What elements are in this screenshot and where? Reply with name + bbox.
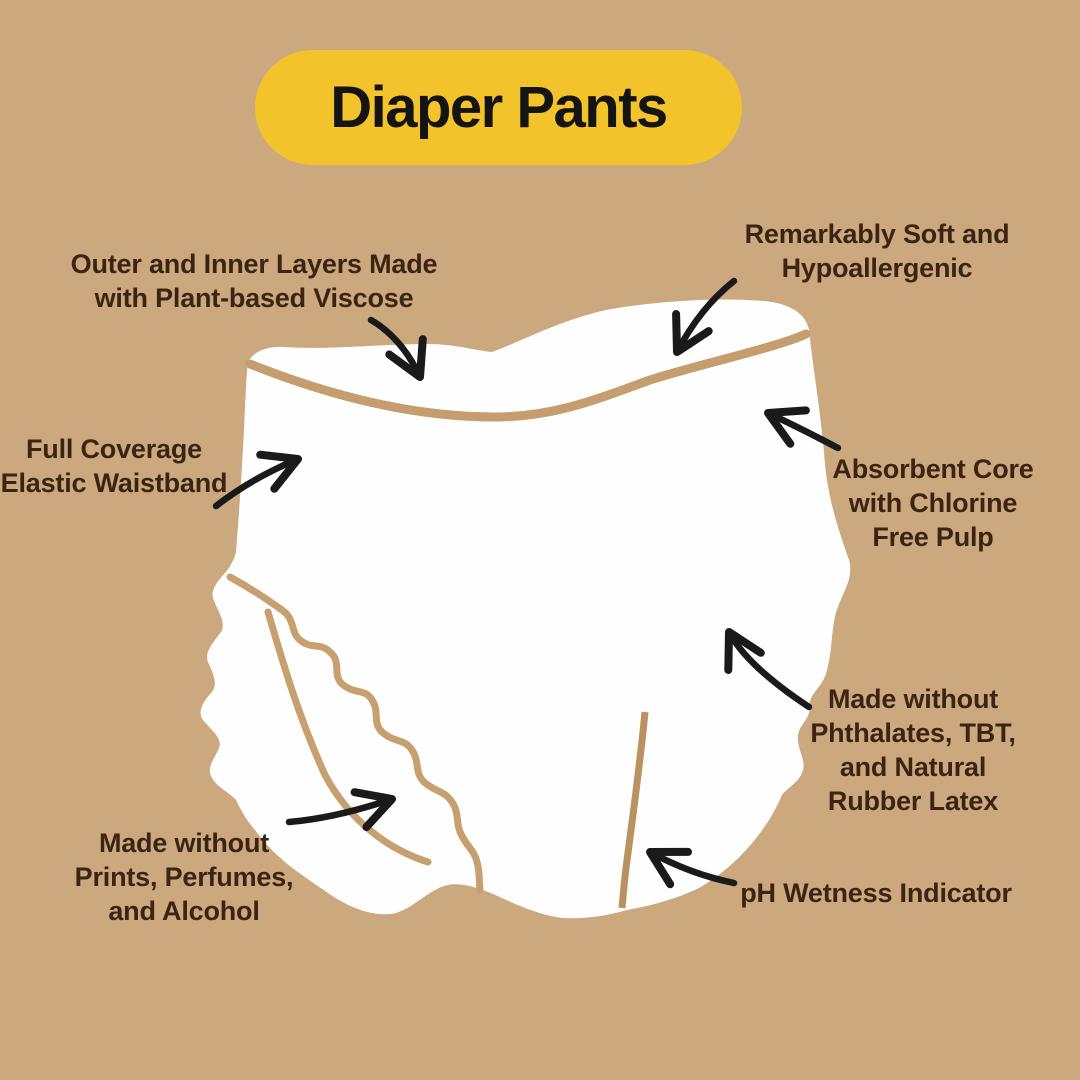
label-line: Hypoallergenic: [781, 253, 973, 283]
label-line: pH Wetness Indicator: [740, 878, 1012, 908]
label-soft-hypoallergenic: Remarkably Soft and Hypoallergenic: [745, 217, 1010, 285]
prints-arrow: [285, 788, 396, 832]
label-ph-wetness-indicator: pH Wetness Indicator: [740, 876, 1012, 910]
label-line: Outer and Inner Layers Made: [70, 249, 438, 279]
ph-indicator-strip: [618, 711, 649, 909]
phthalates-arrow: [724, 628, 813, 711]
label-line: and Natural: [839, 752, 987, 782]
absorbent-core-arrow: [764, 406, 842, 452]
page-title: Diaper Pants: [330, 75, 668, 140]
label-made-without-phthalates: Made without Phthalates, TBT, and Natura…: [810, 682, 1016, 818]
label-line: Free Pulp: [872, 522, 994, 552]
label-made-without-prints: Made without Prints, Perfumes, and Alcoh…: [75, 826, 294, 928]
viscose-arrow: [367, 316, 427, 381]
label-line: with Plant-based Viscose: [94, 283, 414, 313]
ph-indicator-arrow: [646, 847, 738, 889]
title-pill: Diaper Pants: [255, 50, 742, 165]
label-line: and Alcohol: [108, 896, 260, 926]
label-line: Absorbent Core: [832, 454, 1034, 484]
label-line: Elastic Waistband: [0, 468, 228, 498]
label-line: Phthalates, TBT,: [810, 718, 1016, 748]
leg-elastic-wavy-line: [226, 573, 484, 894]
leg-seam-line: [264, 608, 432, 866]
label-elastic-waistband: Full Coverage Elastic Waistband: [1, 432, 228, 500]
label-line: Full Coverage: [26, 434, 202, 464]
label-absorbent-core: Absorbent Core with Chlorine Free Pulp: [832, 452, 1033, 554]
soft-arrow: [672, 277, 738, 356]
label-line: Prints, Perfumes,: [74, 862, 294, 892]
annotation-arrows: [212, 277, 842, 889]
waistband-line: [245, 329, 811, 422]
waistband-arrow: [212, 450, 302, 510]
diaper-body-shape: [200, 299, 851, 919]
label-line: Made without: [98, 828, 270, 858]
label-plant-based-viscose: Outer and Inner Layers Made with Plant-b…: [71, 247, 438, 315]
label-line: Remarkably Soft and: [744, 219, 1010, 249]
label-line: with Chlorine: [848, 488, 1018, 518]
label-line: Made without: [827, 684, 999, 714]
label-line: Rubber Latex: [827, 786, 999, 816]
